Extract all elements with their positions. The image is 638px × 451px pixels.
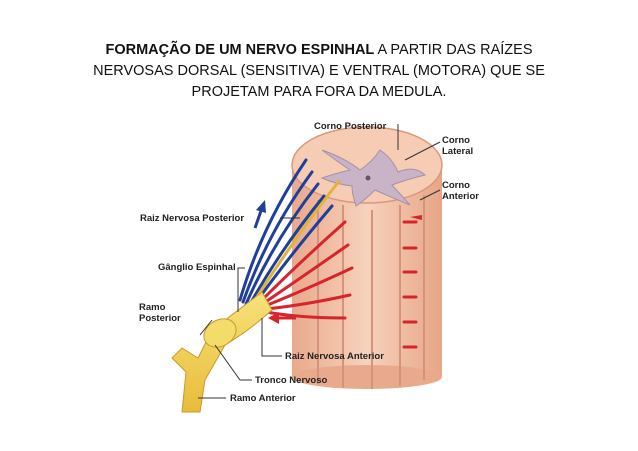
label-raiz-anterior: Raiz Nervosa Anterior [285,351,384,362]
spinal-nerve [171,179,342,413]
posterior-rootlets [238,158,334,310]
label-tronco: Tronco Nervoso [255,375,328,386]
spinal-cord [291,126,443,389]
sensory-arrow [253,200,266,229]
label-ramo-posterior: Posterior [139,313,181,324]
central-canal [365,175,371,181]
label-corno-anterior: Anterior [442,191,479,202]
label-raiz-posterior: Raiz Nervosa Posterior [140,213,244,224]
label-corno-posterior: Corno Posterior [314,121,387,132]
label-ganglio: Gânglio Espinhal [158,262,236,273]
label-corno-lateral: Lateral [442,146,473,157]
motor-arrow [268,312,296,324]
title-bold: FORMAÇÃO DE UM NERVO ESPINHAL [105,42,375,58]
title-line1-rest: A PARTIR DAS RAÍZES [374,42,533,58]
label-corno-lateral: Corno [442,135,470,146]
ganglion [203,318,237,348]
title-line3: PROJETAM PARA FORA DA MEDULA. [191,84,447,100]
gray-matter [320,149,426,207]
anterior-rootlets [260,220,354,320]
title-line2: NERVOSAS DORSAL (SENSITIVA) E VENTRAL (M… [93,63,545,79]
label-ramo-anterior: Ramo Anterior [230,393,296,404]
label-corno-anterior: Corno [442,180,470,191]
label-ramo-posterior: Ramo [139,302,166,313]
motor-segments [402,220,418,349]
cord-bottom [292,365,442,389]
dorsal-root-line [253,179,342,301]
page-title: FORMAÇÃO DE UM NERVO ESPINHAL A PARTIR D… [60,40,578,103]
leader-lines [198,124,441,399]
